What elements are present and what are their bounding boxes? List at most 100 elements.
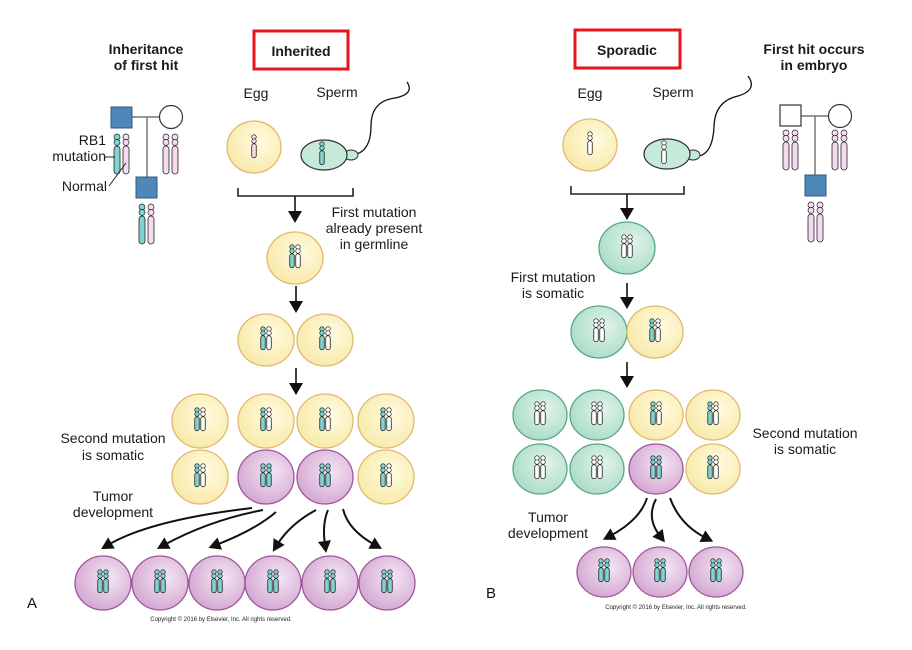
chromosome-bead <box>599 322 605 328</box>
chromosome-bead <box>211 573 217 579</box>
tumor-development-arrow <box>156 509 264 549</box>
mutant-chromosome <box>217 569 223 594</box>
pedigree-inherited: RB1 mutation Normal <box>52 104 184 245</box>
cell-body <box>301 555 359 611</box>
chromosome-arm <box>840 141 848 171</box>
mutant-chromosome <box>113 133 121 175</box>
cell-body <box>628 443 684 495</box>
chromosome-arm <box>387 578 393 594</box>
chromosome-bead <box>713 405 719 411</box>
chromosome-arm <box>103 578 109 594</box>
chromosome-arm <box>816 213 824 243</box>
cell-body <box>74 555 132 611</box>
arrow-curve <box>669 497 707 539</box>
chromosome-bead <box>816 207 824 214</box>
annotation-tumor-1: Tumor <box>528 509 568 525</box>
cell-body <box>237 313 295 367</box>
tumor-development-arrow <box>650 498 665 543</box>
chromosome-arm <box>597 464 603 480</box>
mutant-chromosome <box>710 558 716 583</box>
normal-chromosome <box>782 129 790 171</box>
arrow-curve <box>276 509 317 546</box>
normal-chromosome <box>840 129 848 171</box>
heterozygous-cell <box>685 389 741 441</box>
arrow-head <box>602 528 617 540</box>
affected-child-square <box>135 176 158 199</box>
annotation-tumor-1: Tumor <box>93 488 133 504</box>
normal-chromosome <box>147 203 155 245</box>
chromosome-arm <box>831 141 839 171</box>
normal-chromosome <box>266 326 272 351</box>
mutant-chromosome <box>266 463 272 488</box>
cell-body <box>131 555 189 611</box>
normal-cell <box>296 393 354 449</box>
mutant-chromosome <box>260 463 266 488</box>
annotation-second-2: is somatic <box>82 447 144 463</box>
chromosome-arm <box>381 578 387 594</box>
mutant-chromosome <box>707 455 713 480</box>
chromosome-bead <box>260 467 266 473</box>
arrow-curve <box>323 509 329 546</box>
mutant-chromosome <box>103 569 109 594</box>
chromosome-arm <box>621 243 627 259</box>
chromosome-arm <box>200 472 206 488</box>
normal-cell <box>237 313 295 367</box>
chromosome-arm <box>716 567 722 583</box>
tumor-cell <box>632 546 688 598</box>
cell-body <box>296 449 354 505</box>
chromosome-arm <box>591 410 597 426</box>
chromosome-arm <box>707 410 713 426</box>
normal-cell <box>357 449 415 505</box>
mutant-chromosome <box>598 558 604 583</box>
mutant-chromosome <box>260 407 266 432</box>
chromosome-bead <box>251 138 257 144</box>
chromosome-arm <box>325 472 331 488</box>
arrow-head <box>156 537 171 549</box>
normal-chromosome <box>386 463 392 488</box>
mutant-chromosome <box>325 463 331 488</box>
chromosome-arm <box>266 416 272 432</box>
chromosome-arm <box>707 464 713 480</box>
arrow-head <box>317 540 331 553</box>
heterozygous-cell <box>628 389 684 441</box>
chromosome-arm <box>604 567 610 583</box>
mutant-chromosome <box>319 326 325 351</box>
affected-father-square <box>110 106 133 129</box>
annotation-germline-1: First mutation <box>332 204 417 220</box>
annotation-germline-3: in germline <box>340 236 409 252</box>
chromosome-bead <box>289 248 295 254</box>
tumor-cell <box>358 555 416 611</box>
heterozygous-cell <box>626 305 684 359</box>
normal-chromosome <box>597 401 603 426</box>
chromosome-arm <box>710 567 716 583</box>
chromosome-arm <box>251 143 257 159</box>
chromosome-bead <box>591 405 597 411</box>
cell-body <box>171 449 229 505</box>
chromosome-arm <box>325 416 331 432</box>
annotation-tumor-2: development <box>508 525 588 541</box>
chromosome-bead <box>386 411 392 417</box>
chromosome-bead <box>162 139 170 146</box>
normal-chromosome <box>831 129 839 171</box>
chromosome-arm <box>122 145 130 175</box>
chromosome-arm <box>380 416 386 432</box>
mutant-chromosome <box>380 463 386 488</box>
mutant-chromosome <box>387 569 393 594</box>
normal-chromosome <box>534 401 540 426</box>
chromosome-bead <box>217 573 223 579</box>
chromosome-arm <box>330 578 336 594</box>
cell-body <box>626 305 684 359</box>
chromosome-bead <box>791 135 799 142</box>
normal-chromosome <box>540 455 546 480</box>
chromosome-bead <box>540 459 546 465</box>
mutant-chromosome <box>194 407 200 432</box>
chromosome-bead <box>387 573 393 579</box>
chromosome-bead <box>319 467 325 473</box>
mutant-chromosome <box>211 569 217 594</box>
chromosome-arm <box>534 410 540 426</box>
chromosome-arm <box>324 578 330 594</box>
label-sperm: Sperm <box>316 84 357 100</box>
mutant-chromosome <box>649 318 655 343</box>
cell-body <box>628 389 684 441</box>
chromosome-bead <box>113 139 121 146</box>
